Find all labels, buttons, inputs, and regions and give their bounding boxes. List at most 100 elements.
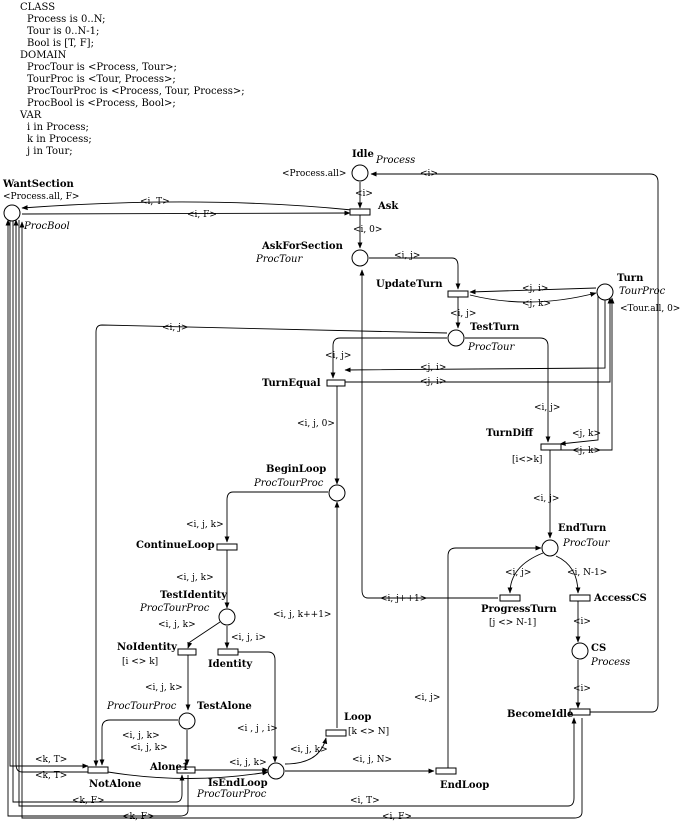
arc-labels: <i> <i, T> <i, F> <i, 0> <i, j> <j, i> <… (35, 169, 607, 822)
arc-label: <i, j> (394, 251, 420, 261)
arc-wantsection-notalone (9, 220, 89, 769)
place-askforsection-type: ProcTour (255, 254, 303, 265)
arc-label: <k, T> (35, 755, 67, 765)
transition-continueloop[interactable] (216, 543, 238, 551)
transition-ask[interactable] (349, 208, 371, 216)
place-turn-name: Turn (617, 273, 644, 284)
arc-identity-isendloop (238, 651, 278, 763)
arc-isendloop-loop (284, 737, 328, 765)
place-askforsection-name: AskForSection (261, 241, 344, 252)
arc-notalone-wantsection (13, 219, 88, 773)
place-endturn-name: EndTurn (558, 523, 607, 534)
arc-label: <i, j, k> (229, 758, 267, 768)
arc-becomeidle-idle (370, 171, 659, 713)
place-testalone[interactable] (178, 712, 196, 730)
arc-label: <i, j> (534, 403, 560, 413)
transition-ask-name: Ask (377, 201, 399, 212)
place-turn[interactable] (596, 283, 614, 301)
transition-noidentity[interactable] (177, 648, 197, 656)
arc-label: <i, j, k> (186, 520, 224, 530)
place-testidentity[interactable] (218, 608, 236, 626)
place-beginloop-name: BeginLoop (266, 464, 326, 475)
decl-line: VAR (19, 110, 42, 121)
arc-testturn-turnequal (330, 337, 447, 379)
arc-turn-updateturn (469, 287, 597, 295)
decl-line: TourProc is <Tour, Process>; (27, 74, 176, 85)
place-idle-type: Process (375, 155, 415, 166)
transition-identity[interactable] (217, 648, 239, 656)
arc-label: <i> (355, 189, 373, 199)
place-idle[interactable] (351, 164, 369, 182)
decl-line: DOMAIN (20, 50, 67, 61)
transition-becomeidle-name: BecomeIdle (507, 709, 573, 720)
arc-label: <k, F> (72, 796, 105, 806)
decl-line: i in Process; (27, 122, 89, 133)
declarations-block: CLASS Process is 0..N; Tour is 0..N-1; B… (19, 2, 245, 157)
arc-ask-wantsection (21, 201, 353, 211)
arc-label: <i, j, k++1> (273, 610, 331, 620)
arc-label: <j, k> (522, 299, 551, 309)
place-testalone-type: ProcTourProc (106, 701, 177, 712)
transition-alone1[interactable] (176, 766, 196, 774)
transition-endloop[interactable] (435, 767, 457, 775)
place-testturn-type: ProcTour (467, 342, 515, 353)
transition-accesscs[interactable] (569, 594, 591, 602)
transition-progressturn-guard: [j <> N-1] (489, 618, 536, 628)
transition-becomeidle[interactable] (569, 708, 591, 716)
arc-wantsection-becomeidle (18, 220, 577, 807)
place-isendloop[interactable] (267, 762, 285, 780)
arc-askforsection-updateturn (369, 257, 461, 290)
place-cs[interactable] (571, 642, 589, 660)
arc-label: <i, F> (187, 210, 217, 220)
arc-label: <k, F> (122, 812, 155, 822)
transitions (87, 208, 591, 775)
place-testidentity-name: TestIdentity (160, 590, 228, 601)
arc-wantsection-alone1 (12, 220, 185, 803)
arc-label: <i, j> (450, 309, 476, 319)
decl-line: ProcTourProc is <Process, Tour, Process>… (27, 86, 245, 97)
transition-loop[interactable] (325, 729, 347, 737)
decl-line: ProcTour is <Process, Tour>; (27, 62, 177, 73)
transition-noidentity-name: NoIdentity (117, 642, 178, 653)
place-turn-marking: <Tour.all, 0> (620, 304, 680, 314)
arc-label: <i, j, k> (130, 743, 168, 753)
arc-beginloop-continueloop (224, 491, 328, 543)
place-turn-type: TourProc (619, 286, 666, 297)
arc-wantsection-ask (21, 210, 351, 216)
arc-testidentity-noidentity (187, 621, 221, 649)
place-wantsection[interactable] (3, 204, 21, 222)
arc-turn-turnequal-a (344, 298, 606, 373)
transition-updateturn[interactable] (447, 290, 469, 298)
transition-turndiff[interactable] (540, 443, 562, 451)
transition-turnequal[interactable] (326, 379, 346, 387)
place-askforsection[interactable] (351, 249, 369, 267)
transition-labels: Ask UpdateTurn TurnEqual TurnDiff [i<>k]… (89, 201, 647, 791)
place-wantsection-name: WantSection (2, 179, 74, 190)
decl-line: k in Process; (27, 134, 92, 145)
decl-line: Process is 0..N; (27, 14, 105, 25)
transition-notalone[interactable] (87, 766, 109, 774)
arc-endturn-accesscs (555, 555, 581, 594)
arc-updateturn-turn (469, 291, 597, 303)
place-testturn[interactable] (447, 329, 465, 347)
arc-label: <k, T> (35, 771, 67, 781)
transition-turndiff-guard: [i<>k] (512, 455, 542, 465)
arc-label: <i, j, i> (231, 633, 266, 643)
transition-loop-guard: [k <> N] (348, 727, 389, 737)
place-wantsection-marking: <Process.all, F> (3, 192, 79, 202)
transition-updateturn-name: UpdateTurn (376, 279, 443, 290)
place-testidentity-type: ProcTourProc (139, 603, 210, 614)
place-beginloop[interactable] (328, 484, 346, 502)
transition-identity-name: Identity (208, 659, 253, 670)
arc-label: <i, j, k> (176, 573, 214, 583)
decl-line: Tour is 0..N-1; (27, 26, 99, 37)
arc-label: <i> (573, 684, 591, 694)
place-endturn[interactable] (541, 539, 559, 557)
transition-progressturn[interactable] (499, 594, 521, 602)
place-idle-name: Idle (352, 149, 374, 160)
transition-alone1-name: Alone1 (149, 762, 189, 773)
place-testturn-name: TestTurn (470, 322, 520, 333)
decl-line: j in Tour; (26, 146, 73, 157)
arc-label: <i, j, 0> (297, 419, 335, 429)
place-labels: Idle Process <Process.all> WantSection <… (2, 149, 680, 800)
